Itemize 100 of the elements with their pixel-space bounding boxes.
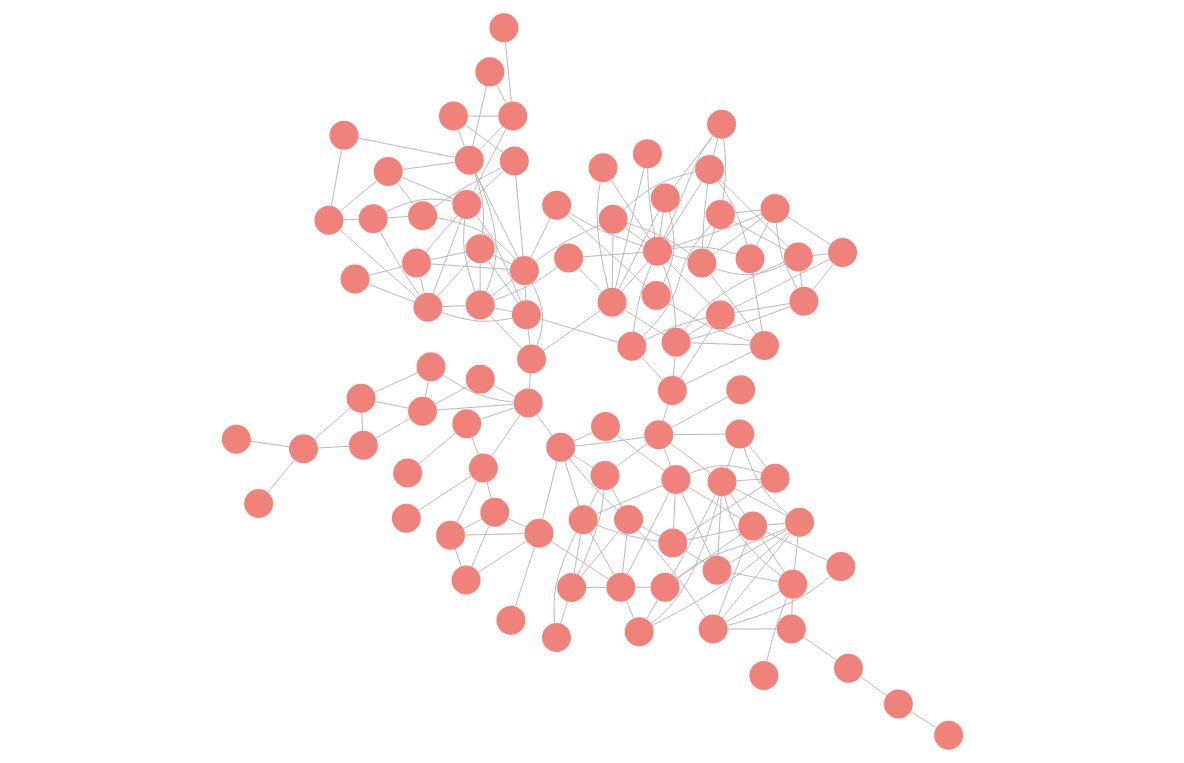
node-circle [541, 623, 571, 653]
connector [729, 492, 745, 516]
node-circle [725, 375, 755, 405]
node-circle [883, 689, 913, 719]
node-circle [516, 344, 546, 374]
node-circle [735, 244, 765, 274]
node-circle [479, 497, 509, 527]
node-circle [632, 139, 662, 169]
connector [379, 230, 420, 297]
connector [632, 263, 652, 333]
node-circle [221, 424, 251, 454]
connector [670, 246, 737, 255]
connector [680, 492, 712, 559]
node-circle [760, 463, 790, 493]
connector [672, 356, 675, 377]
node-circle [588, 153, 618, 183]
connector [435, 403, 515, 411]
connector [615, 434, 665, 472]
connector [455, 480, 478, 523]
connector [462, 218, 476, 293]
connector [568, 457, 618, 511]
connector [625, 599, 634, 620]
connector [683, 261, 786, 332]
node-circle [488, 13, 518, 43]
node-circle [495, 605, 525, 635]
connector [672, 493, 676, 530]
node-circle [657, 528, 687, 558]
node-circle [348, 430, 378, 460]
node-circle [605, 572, 635, 602]
connector [661, 263, 676, 329]
connector [672, 135, 713, 188]
node-circle [568, 505, 598, 535]
connector [473, 172, 484, 236]
connector [733, 303, 791, 314]
connector [731, 258, 830, 310]
connector [646, 167, 655, 238]
connector [683, 351, 752, 385]
node-circle [465, 234, 495, 264]
connector [529, 217, 551, 259]
node-circle [541, 190, 571, 220]
connector [528, 372, 531, 390]
connector [909, 711, 937, 729]
connector [360, 411, 363, 432]
connector [534, 224, 601, 263]
connector [577, 267, 602, 293]
node-circle [465, 290, 495, 320]
connector [535, 414, 553, 437]
node-circle [553, 243, 583, 273]
connector [553, 531, 577, 624]
connector [476, 540, 527, 573]
connector [709, 273, 756, 335]
node-circle [616, 331, 646, 361]
connector [650, 531, 790, 627]
connector [701, 182, 708, 250]
node-circle [933, 720, 963, 750]
connector [664, 180, 703, 241]
connector [440, 311, 513, 322]
node-circle [556, 573, 586, 603]
connector [716, 180, 747, 246]
node-circle [358, 204, 388, 234]
connector [249, 440, 290, 448]
node-circle [777, 569, 807, 599]
connector [571, 454, 594, 469]
connector [457, 128, 465, 148]
connector [793, 535, 798, 571]
connector [490, 278, 514, 297]
connector [801, 636, 837, 661]
connector [684, 485, 764, 536]
node-circle [509, 256, 539, 285]
connector [475, 215, 521, 303]
node-circle [624, 617, 654, 647]
connector [588, 487, 599, 508]
node-circle [590, 412, 620, 442]
node-circle [748, 661, 778, 690]
connector [433, 166, 502, 208]
connector [640, 356, 663, 381]
connector [579, 529, 620, 578]
connector [626, 491, 670, 575]
node-circle [597, 287, 627, 317]
connector [733, 209, 762, 214]
connector [785, 215, 831, 246]
node-circle [392, 458, 422, 488]
node-circle [776, 614, 806, 644]
connector [566, 214, 646, 287]
connector [581, 251, 644, 258]
connector [330, 148, 342, 208]
connector [338, 179, 378, 212]
connector [474, 172, 497, 293]
node-circle [613, 505, 643, 535]
connector [670, 254, 689, 260]
connector [395, 182, 415, 206]
connector [472, 127, 507, 193]
connector [747, 444, 767, 468]
connector [726, 628, 778, 630]
connector [669, 442, 711, 474]
connector [433, 385, 469, 405]
connector [723, 495, 782, 577]
connector [435, 217, 516, 260]
node-circle [523, 518, 553, 548]
node-circle [243, 489, 273, 519]
